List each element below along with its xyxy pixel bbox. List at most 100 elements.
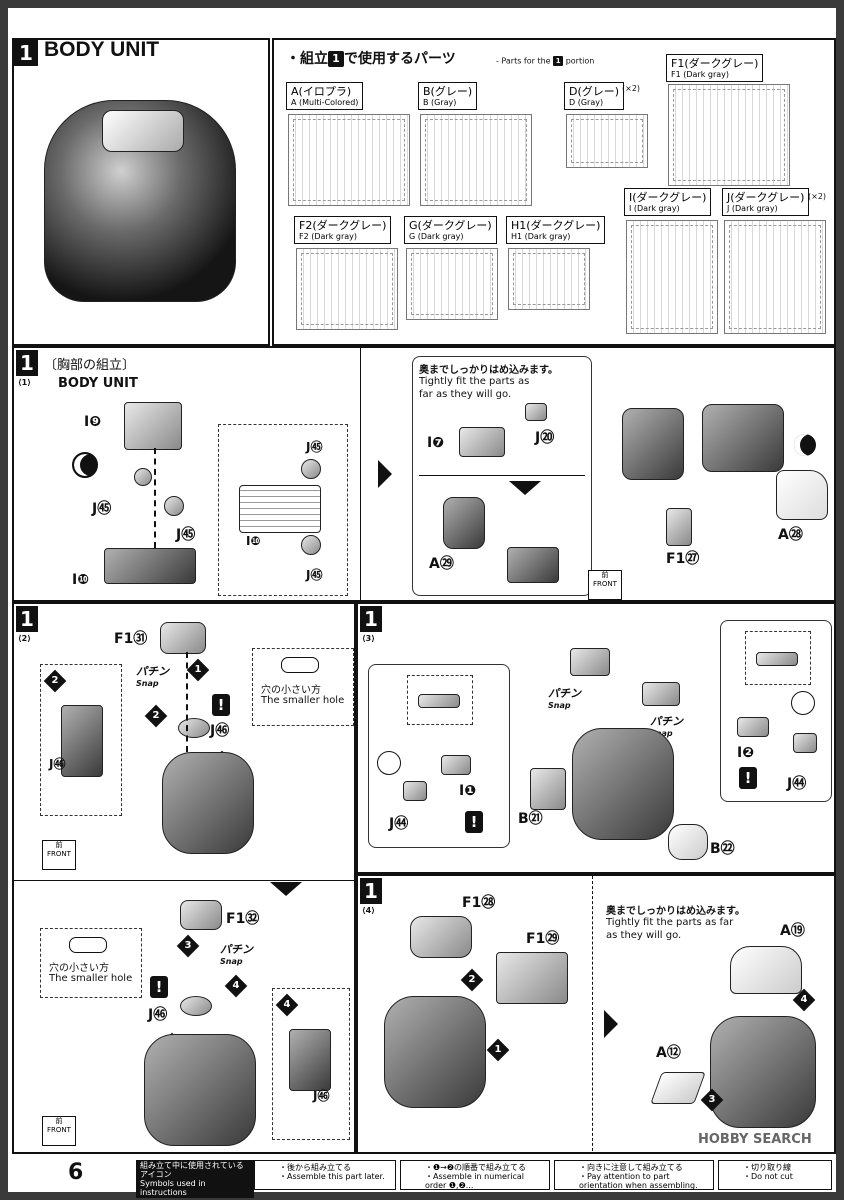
hole-note-en-b: The smaller hole (49, 973, 133, 984)
part-b21 (530, 768, 566, 810)
part-f1-31 (160, 622, 206, 654)
label-j55-right: J㊺ (176, 527, 196, 543)
no-cut-icon-right (791, 691, 815, 715)
part-body-right (702, 404, 784, 472)
body-unit-hero-highlight (102, 110, 184, 152)
step2-number: 1 (16, 606, 38, 632)
step4-panel: 1 ⟨4⟩ F1㉘ 2 F1㉙ 1 奥までしっかりはめ込みます。 Tightly… (356, 874, 836, 1154)
runner-d-quantity: (×2) (622, 84, 641, 93)
later-icon-2 (794, 434, 816, 456)
fit-note-jp: 奥までしっかりはめ込みます。 (419, 365, 558, 376)
label-j54-left: J㊹ (389, 816, 409, 832)
runner-f2-label: F2(ダークグレー)F2 (Dark gray) (294, 216, 392, 244)
label-i1: I❶ (459, 783, 477, 799)
part-snap-pin-top (570, 648, 610, 676)
part-j54-left (403, 781, 427, 801)
label-i9: I❾ (84, 414, 102, 430)
step2-down-arrow (270, 882, 302, 896)
step1-sub-number: ⟨1⟩ (18, 378, 31, 387)
part-i1 (441, 755, 471, 775)
callout-down-arrow (509, 481, 541, 495)
label-i10-left: I❿ (72, 572, 90, 588)
label-a12: A⑫ (656, 1045, 681, 1061)
label-j55-detail-bottom: J㊺ (306, 568, 323, 582)
legend-cut-line: ・切り取り線・Do not cut (718, 1160, 832, 1190)
assembly-line-1 (154, 448, 156, 548)
label-f1-31: F1㉛ (114, 631, 148, 647)
part-j20 (525, 403, 547, 421)
label-f1-29: F1㉙ (526, 931, 560, 947)
detail-j55-bottom (301, 535, 321, 555)
orientation-warning-b: ! (150, 976, 168, 998)
fit-note-en: Tightly fit the parts as far as they wil… (419, 376, 530, 400)
runner-i-label: I(ダークグレー)I (Dark gray) (624, 188, 712, 216)
runner-h1-sprue (508, 248, 590, 310)
label-f1-32: F1㉜ (226, 911, 260, 927)
parts-list-subtitle: - Parts for the 1 portion (496, 56, 595, 66)
orientation-warning-d: ! (739, 767, 757, 789)
label-a28: A㉘ (778, 527, 803, 543)
runner-h1-label: H1(ダークグレー)H1 (Dark gray) (506, 216, 606, 244)
order-1-icon-a: 1 (186, 658, 210, 682)
watermark: HOBBY SEARCH (698, 1132, 812, 1147)
runner-g-label: G(ダークグレー)G (Dark gray) (404, 216, 497, 244)
part-body-step2a (162, 752, 254, 854)
runner-a-sprue (288, 114, 410, 206)
label-j56-side-b: J㊻ (313, 1089, 330, 1103)
runner-j-sprue (724, 220, 826, 334)
label-j20: J⑳ (535, 430, 555, 446)
runner-j-label: J(ダークグレー)J (Dark gray) (722, 188, 810, 216)
step1-number: 1 (16, 350, 38, 376)
part-a19 (730, 946, 802, 994)
step4-fit-note-en: Tightly fit the parts as far as they wil… (606, 917, 734, 941)
part-j55-left (134, 468, 152, 486)
order-1-icon-step4: 1 (486, 1038, 510, 1062)
hole-note-jp: 穴の小さい方 (261, 685, 321, 696)
hole-detail-box-b: 穴の小さい方 The smaller hole (40, 928, 142, 998)
runner-b-label: B(グレー)B (Gray) (418, 82, 478, 110)
step4-sub-number: ⟨4⟩ (362, 906, 375, 915)
part-body-step4b (710, 1016, 816, 1128)
hole-detail-box: 穴の小さい方 The smaller hole (252, 648, 354, 726)
hole-diagram-icon (281, 657, 319, 673)
runner-b-sprue (420, 114, 532, 206)
header-title: BODY UNIT (44, 38, 160, 61)
part-body-step3 (572, 728, 674, 840)
part-f1-32 (180, 900, 222, 930)
hole-diagram-icon-b (69, 937, 107, 953)
part-a29-block (507, 547, 559, 583)
label-j56-b: J㊻ (148, 1007, 168, 1023)
pin-detail-left (418, 694, 460, 708)
part-snap-pin-right (642, 682, 680, 706)
label-j55-left: J㊺ (92, 501, 112, 517)
step4-divider (592, 876, 593, 1152)
step2-side-detail-a: 2 J㊻ (40, 664, 122, 816)
step3-sub-number: ⟨3⟩ (362, 634, 375, 643)
order-4-icon-step4: 4 (792, 988, 816, 1012)
part-i10 (104, 548, 196, 584)
runner-i-sprue (626, 220, 718, 334)
part-f1-29 (496, 952, 568, 1004)
part-body-step2b (144, 1034, 256, 1146)
step1-fit-callout: 奥までしっかりはめ込みます。 Tightly fit the parts as … (412, 356, 592, 596)
part-f1-28 (410, 916, 472, 958)
part-a12 (650, 1072, 706, 1104)
order-3-icon: 3 (176, 934, 200, 958)
header-step-number: 1 (14, 40, 38, 66)
step1-divider (360, 348, 361, 600)
order-2-icon-side: 2 (43, 669, 67, 693)
step1-next-arrow (378, 460, 392, 488)
label-j54-right: J㊹ (787, 776, 807, 792)
part-b22 (668, 824, 708, 860)
